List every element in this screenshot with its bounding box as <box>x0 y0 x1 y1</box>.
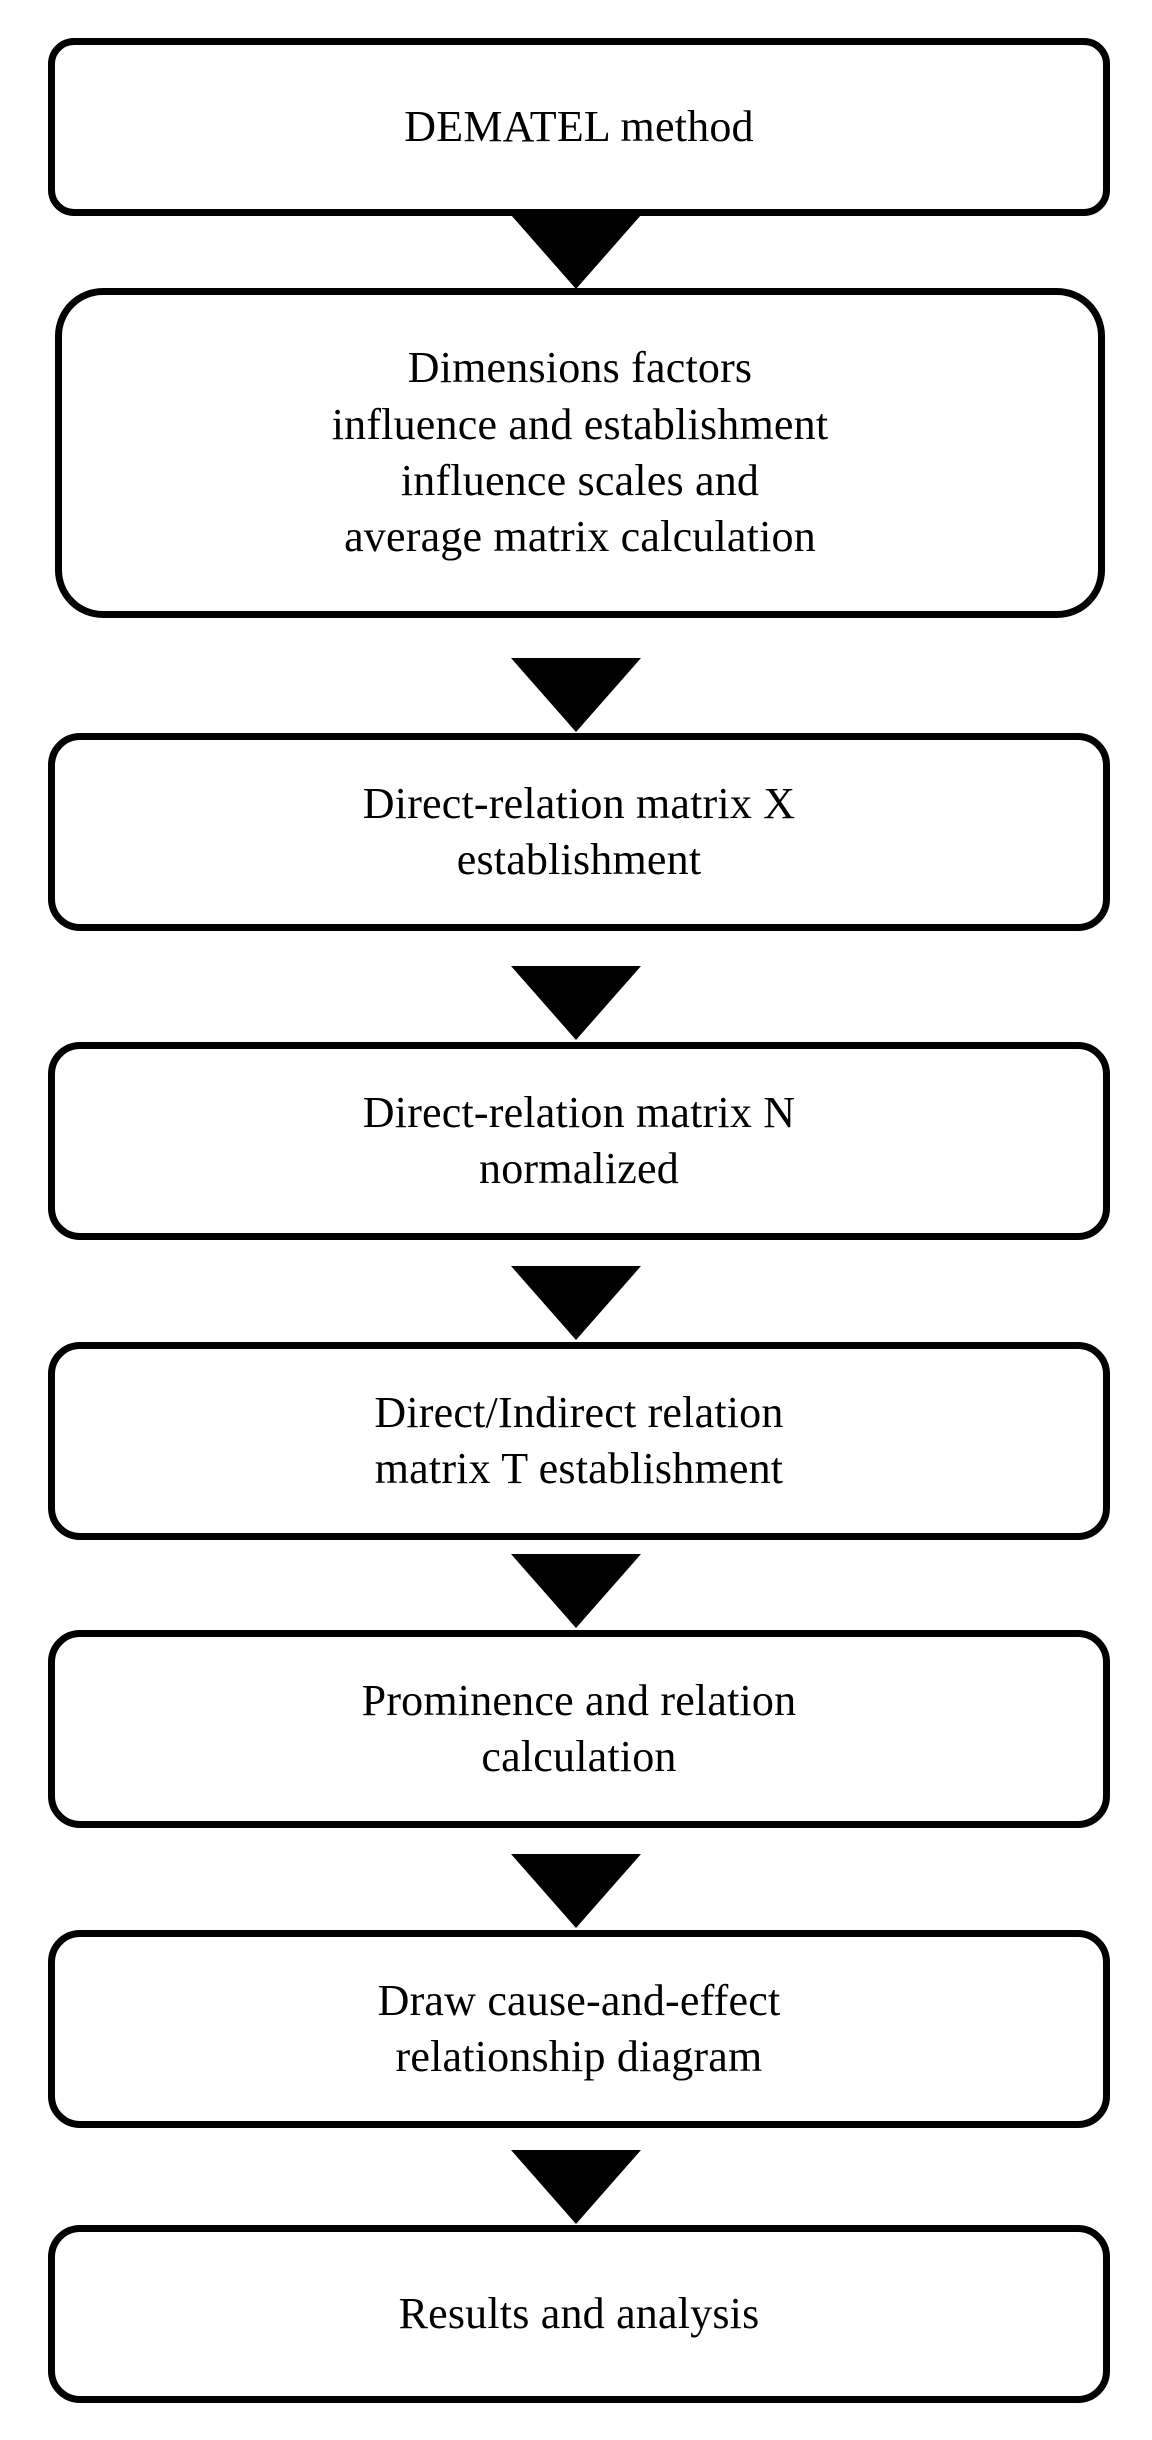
flow-step-dematel-method[interactable]: DEMATEL method <box>48 38 1110 216</box>
flow-step-label: Dimensions factors influence and establi… <box>331 343 829 562</box>
flow-step-label: Draw cause-and-effect relationship diagr… <box>377 1975 781 2081</box>
arrow-step4-to-step5 <box>511 1266 641 1340</box>
flow-step-prominence-and-relation-calculation[interactable]: Prominence and relation calculation <box>48 1630 1110 1828</box>
flow-step-label: Direct-relation matrix X establishment <box>362 778 796 884</box>
flow-step-label: Direct-relation matrix N normalized <box>362 1087 796 1193</box>
flow-step-direct-indirect-relation-matrix-t[interactable]: Direct/Indirect relation matrix T establ… <box>48 1342 1110 1540</box>
arrow-step2-to-step3 <box>511 658 641 732</box>
arrow-step7-to-step8 <box>511 2150 641 2224</box>
arrow-step6-to-step7 <box>511 1854 641 1928</box>
arrow-step1-to-step2 <box>511 215 641 289</box>
flow-step-label: Results and analysis <box>398 2288 760 2338</box>
arrow-step3-to-step4 <box>511 966 641 1040</box>
flow-step-dimensions-factors-influence[interactable]: Dimensions factors influence and establi… <box>55 288 1105 618</box>
flow-step-label: DEMATEL method <box>404 101 754 151</box>
flow-step-results-and-analysis[interactable]: Results and analysis <box>48 2225 1110 2403</box>
arrow-step5-to-step6 <box>511 1554 641 1628</box>
flow-step-label: Prominence and relation calculation <box>361 1675 797 1781</box>
flow-step-label: Direct/Indirect relation matrix T establ… <box>374 1387 784 1493</box>
flow-step-draw-cause-and-effect-diagram[interactable]: Draw cause-and-effect relationship diagr… <box>48 1930 1110 2128</box>
flow-step-direct-relation-matrix-x[interactable]: Direct-relation matrix X establishment <box>48 733 1110 931</box>
flow-step-direct-relation-matrix-n[interactable]: Direct-relation matrix N normalized <box>48 1042 1110 1240</box>
